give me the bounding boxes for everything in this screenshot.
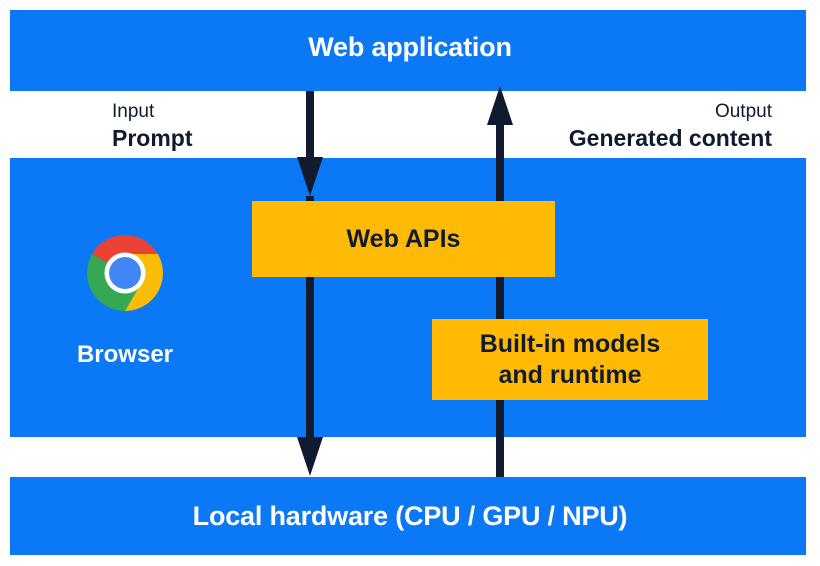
input-flow-arrowhead-lower: [297, 437, 323, 476]
input-annotation-kind: Input: [112, 101, 155, 122]
output-annotation-kind: Output: [714, 101, 772, 122]
layer-local-hardware: [10, 477, 806, 555]
component-built-in-models-label: Built-in models and runtime: [480, 329, 661, 390]
layer-web-application: [10, 10, 806, 91]
component-web-apis: Web APIs: [252, 201, 555, 277]
component-web-apis-label: Web APIs: [346, 224, 461, 253]
input-annotation: Input Prompt: [112, 100, 193, 152]
chrome-logo-icon: [87, 235, 163, 311]
layer-local-hardware-label: Local hardware (CPU / GPU / NPU): [192, 501, 628, 531]
input-flow-shaft-upper: [306, 91, 314, 161]
layer-web-application-label: Web application: [308, 32, 512, 62]
output-flow-shaft: [496, 122, 504, 477]
component-built-in-models-line2: and runtime: [498, 360, 642, 389]
input-flow-shaft-lower: [306, 196, 314, 441]
input-annotation-value: Prompt: [112, 124, 193, 151]
component-built-in-models-line1: Built-in models: [479, 330, 661, 358]
output-flow-arrowhead: [487, 86, 513, 125]
component-built-in-models: Built-in models and runtime: [432, 319, 708, 400]
output-annotation-value: Generated content: [568, 124, 772, 151]
output-annotation: Output Generated content: [569, 100, 772, 152]
layer-browser-label: Browser: [76, 341, 174, 368]
input-flow-arrowhead-upper: [297, 157, 323, 196]
